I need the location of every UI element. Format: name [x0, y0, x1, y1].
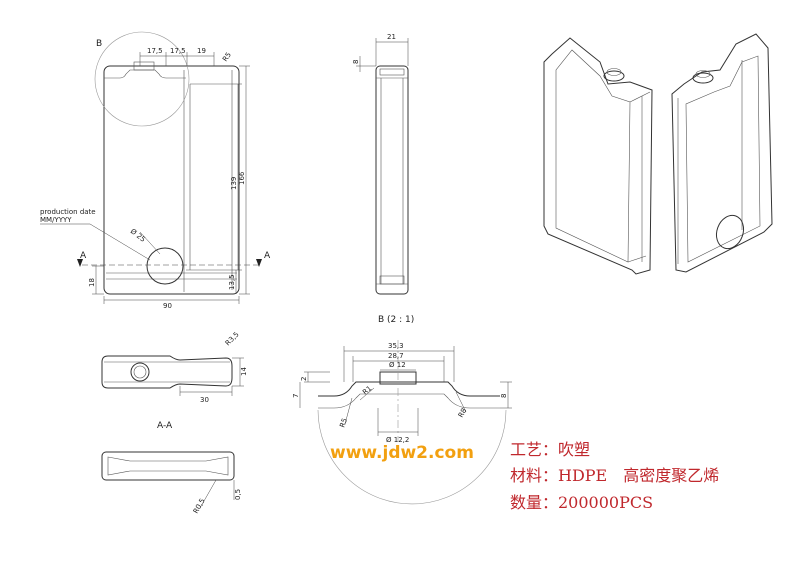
- iso-right-hole: [715, 214, 745, 250]
- dia-12-2: Ø 12,2: [386, 436, 409, 444]
- dim-21: 21: [387, 33, 396, 41]
- iso-left-face: [555, 49, 631, 263]
- note-quantity: 数量：200000PCS: [510, 493, 653, 512]
- iso-left-edge: [629, 91, 651, 103]
- detail-b-marker-circle: [94, 31, 190, 127]
- iso-left-neck-top: [606, 68, 622, 76]
- side-top-cap: [379, 68, 405, 76]
- section-a-right: A: [264, 251, 271, 261]
- section-aa-title: A-A: [157, 421, 173, 431]
- radius-r1: R1: [361, 384, 373, 396]
- isometric-view-left: [543, 37, 653, 275]
- dim-0-5: 0,5: [234, 489, 242, 500]
- dim-17-5-b: 17,5: [170, 47, 186, 55]
- front-neck: [104, 69, 186, 79]
- iso-right-neck-top: [695, 70, 711, 78]
- detail-b-profile: [318, 381, 500, 397]
- front-hole: [146, 247, 184, 285]
- dim-2: 2: [300, 377, 308, 381]
- dim-14: 14: [240, 367, 248, 376]
- top-view: R3,5 14 30: [101, 330, 248, 404]
- side-view: 21 8: [352, 33, 409, 295]
- watermark: www.jdw2.com: [330, 443, 474, 463]
- iso-right-outline: [671, 33, 773, 273]
- note-material: 材料：HDPE 高密度聚乙烯: [510, 466, 719, 485]
- dim-8: 8: [352, 60, 360, 64]
- front-view-outline: [103, 65, 240, 295]
- section-aa: A-A R0,5 0,5: [101, 421, 242, 515]
- front-view: 17,5 17,5 19 R5 B 139 166 13,5 18 90 Ø 2…: [40, 31, 271, 310]
- leader-line: [359, 387, 375, 401]
- dim-17-5-a: 17,5: [147, 47, 163, 55]
- dim-18: 18: [88, 278, 96, 287]
- dim-90: 90: [163, 302, 172, 310]
- iso-left-neck: [603, 70, 625, 82]
- dim-35-3: 35,3: [388, 342, 404, 350]
- iso-right-neck: [692, 72, 714, 84]
- front-neck-cap: [133, 61, 155, 71]
- detail-b-boundary: [317, 409, 507, 505]
- section-arrow-left: [77, 259, 83, 267]
- section-aa-outer: [101, 451, 235, 481]
- dim-28-7: 28,7: [388, 352, 404, 360]
- iso-right-face: [685, 55, 761, 263]
- dim-7: 7: [292, 394, 300, 398]
- production-date-label: production date: [40, 208, 96, 216]
- detail-b-label: B: [96, 39, 102, 49]
- dim-8-detail: 8: [500, 394, 508, 398]
- section-arrow-right: [256, 259, 262, 267]
- dim-139: 139: [230, 177, 238, 190]
- detail-b-title: B (2 : 1): [378, 315, 414, 325]
- radius-r8: R8: [457, 407, 469, 419]
- side-view-outline: [375, 65, 409, 295]
- radius-r3-5: R3,5: [224, 330, 241, 347]
- detail-b-profile-inner: [318, 393, 500, 409]
- iso-left-outline: [543, 37, 653, 275]
- production-date-format: MM/YYYY: [40, 216, 72, 224]
- leader-line: [89, 223, 151, 261]
- iso-left-edge: [627, 255, 647, 263]
- top-view-outline: [101, 355, 233, 389]
- top-neck-outer: [130, 362, 150, 382]
- isometric-view-right: [671, 33, 773, 273]
- section-aa-inner: [107, 456, 229, 476]
- radius-r5-detail: R5: [338, 417, 349, 429]
- dim-166: 166: [238, 171, 246, 185]
- dim-30: 30: [200, 396, 209, 404]
- section-a-left: A: [80, 251, 87, 261]
- detail-b: B (2 : 1) 35,3 28,7 Ø 12 Ø 12,2 2 7 8 R1: [292, 315, 512, 505]
- leader-line: [344, 397, 353, 425]
- dim-13-5: 13,5: [228, 274, 236, 290]
- top-neck-inner: [133, 365, 147, 379]
- radius-r5: R5: [221, 51, 233, 63]
- leader-line: [139, 231, 161, 255]
- leader-line: [199, 479, 217, 509]
- hole-dia-25: Ø 25: [129, 227, 147, 244]
- dia-12: Ø 12: [389, 361, 406, 369]
- note-process: 工艺：吹塑: [510, 440, 590, 459]
- leader-line: [455, 391, 467, 413]
- side-bottom-cap: [379, 275, 405, 285]
- dim-19: 19: [197, 47, 206, 55]
